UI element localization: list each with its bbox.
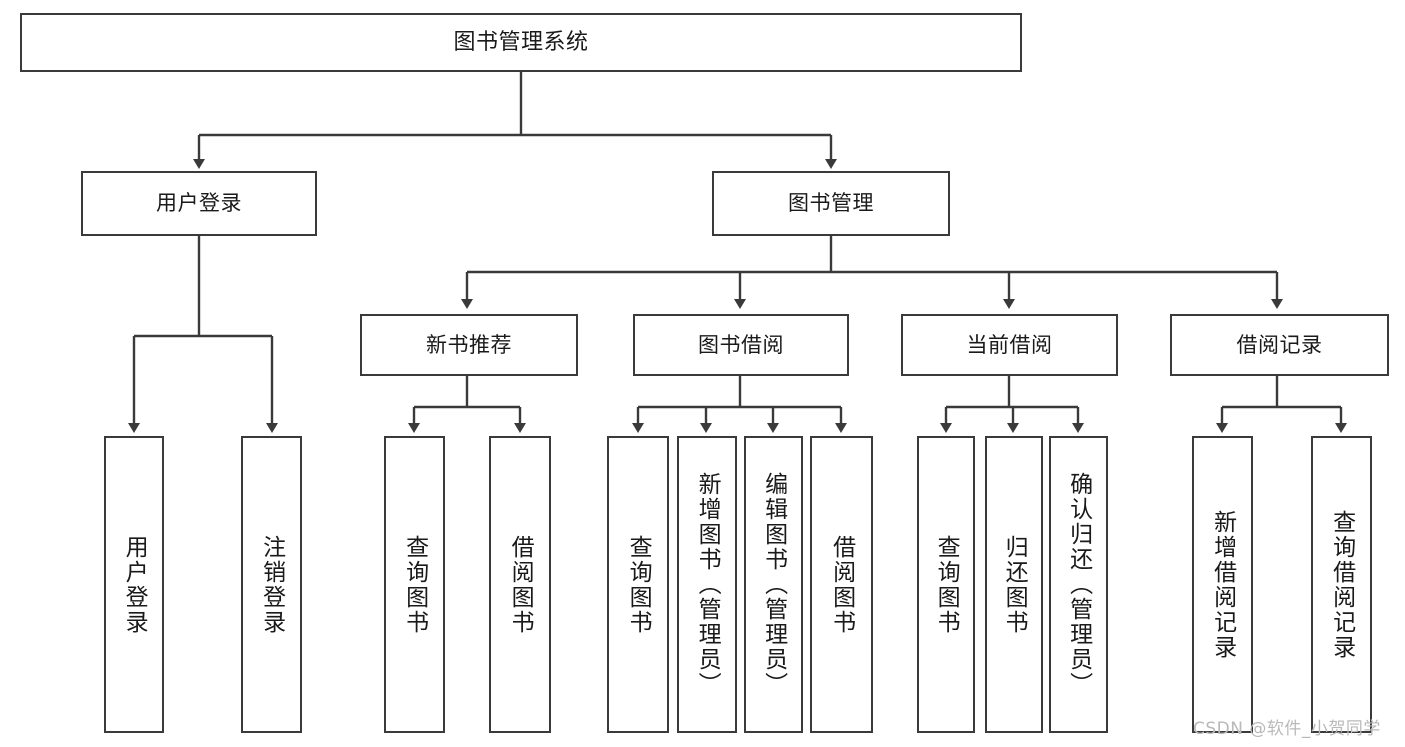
node-label: 用户登录 <box>121 534 148 635</box>
leaf-current-borrow-query-book[interactable]: 查询图书 <box>917 436 975 733</box>
node-label: 确认归还（管理员） <box>1065 472 1092 697</box>
node-book-management[interactable]: 图书管理 <box>712 171 950 236</box>
node-book-borrow[interactable]: 图书借阅 <box>633 314 849 376</box>
node-label: 借阅记录 <box>1236 332 1323 357</box>
leaf-new-book-borrow-book[interactable]: 借阅图书 <box>489 436 551 733</box>
leaf-new-book-query-book[interactable]: 查询图书 <box>384 436 445 733</box>
node-user-login[interactable]: 用户登录 <box>81 171 317 236</box>
node-label: 查询借阅记录 <box>1328 509 1355 660</box>
node-label: 新增图书（管理员） <box>694 472 721 697</box>
node-current-borrow[interactable]: 当前借阅 <box>901 314 1118 376</box>
node-label: 查询图书 <box>401 534 428 635</box>
leaf-book-borrow-borrow-book[interactable]: 借阅图书 <box>810 436 873 733</box>
node-label: 新增借阅记录 <box>1209 509 1236 660</box>
leaf-user-login-logout[interactable]: 注销登录 <box>241 436 302 733</box>
node-root-book-management-system[interactable]: 图书管理系统 <box>20 13 1022 72</box>
node-borrow-record[interactable]: 借阅记录 <box>1170 314 1389 376</box>
node-label: 借阅图书 <box>828 534 855 635</box>
leaf-book-borrow-query-book[interactable]: 查询图书 <box>607 436 669 733</box>
leaf-borrow-record-query-record[interactable]: 查询借阅记录 <box>1311 436 1372 733</box>
leaf-current-borrow-return-book[interactable]: 归还图书 <box>985 436 1043 733</box>
node-label: 图书管理系统 <box>453 29 589 55</box>
leaf-current-borrow-confirm-return-admin[interactable]: 确认归还（管理员） <box>1049 436 1108 733</box>
node-label: 图书管理 <box>788 191 874 216</box>
node-label: 用户登录 <box>156 191 242 216</box>
leaf-book-borrow-edit-book-admin[interactable]: 编辑图书（管理员） <box>744 436 803 733</box>
node-label: 借阅图书 <box>507 534 534 635</box>
node-label: 注销登录 <box>258 534 285 635</box>
node-label: 当前借阅 <box>966 332 1053 357</box>
csdn-watermark: CSDN @软件_小贺同学 <box>1193 719 1381 739</box>
node-label: 查询图书 <box>933 534 960 635</box>
leaf-book-borrow-add-book-admin[interactable]: 新增图书（管理员） <box>677 436 737 733</box>
node-label: 编辑图书（管理员） <box>760 472 787 697</box>
node-label: 查询图书 <box>625 534 652 635</box>
node-new-book-recommendation[interactable]: 新书推荐 <box>360 314 578 376</box>
node-label: 新书推荐 <box>426 332 512 357</box>
node-label: 归还图书 <box>1001 534 1028 635</box>
leaf-user-login-login[interactable]: 用户登录 <box>104 436 164 733</box>
node-label: 图书借阅 <box>698 332 784 357</box>
leaf-borrow-record-add-record[interactable]: 新增借阅记录 <box>1192 436 1253 733</box>
